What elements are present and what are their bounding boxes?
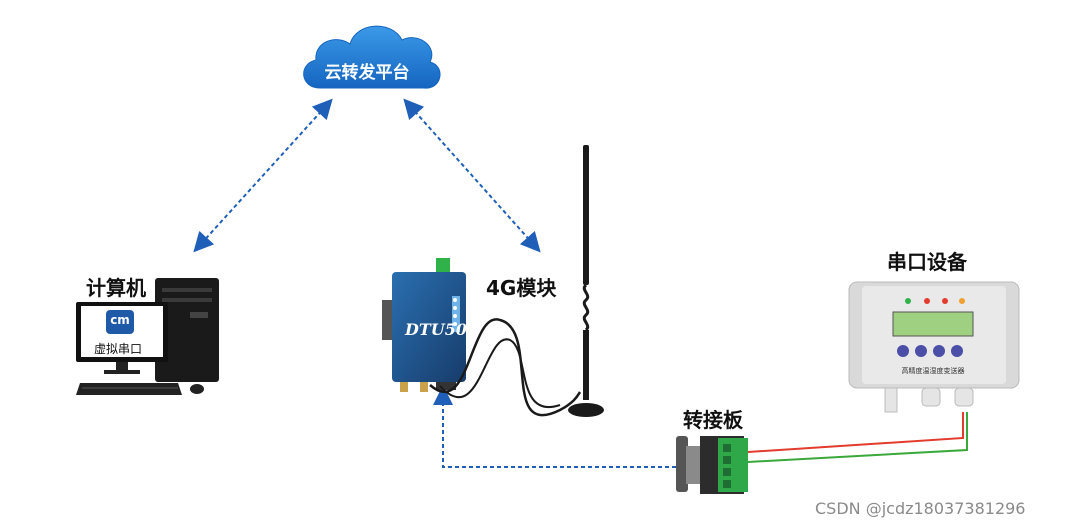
device-caption: 高精度温湿度变送器 — [901, 367, 965, 375]
module-model-text: DTU500 — [405, 320, 479, 339]
link-cloud-computer — [193, 98, 333, 253]
serial-device-label: 串口设备 — [887, 250, 967, 274]
adapter-board-icon — [676, 436, 748, 494]
module-label: 4G模块 — [486, 276, 557, 300]
link-cloud-module — [403, 98, 541, 253]
virtual-serial-app-icon: cm — [110, 313, 130, 327]
cloud-icon — [303, 25, 441, 89]
antenna-icon — [568, 145, 604, 417]
watermark: CSDN @jcdz18037381296 — [815, 499, 1026, 518]
cloud-platform-label: 云转发平台 — [324, 63, 410, 83]
serial-wires — [747, 412, 968, 463]
adapter-label: 转接板 — [683, 408, 743, 432]
serial-device-icon — [848, 281, 1020, 413]
computer-label: 计算机 — [86, 276, 146, 300]
antenna-cable — [429, 318, 582, 417]
computer-icon — [76, 278, 219, 395]
link-module-adapter — [433, 385, 690, 468]
dtu-module-icon — [382, 258, 466, 392]
virtual-serial-label: 虚拟串口 — [93, 342, 142, 356]
